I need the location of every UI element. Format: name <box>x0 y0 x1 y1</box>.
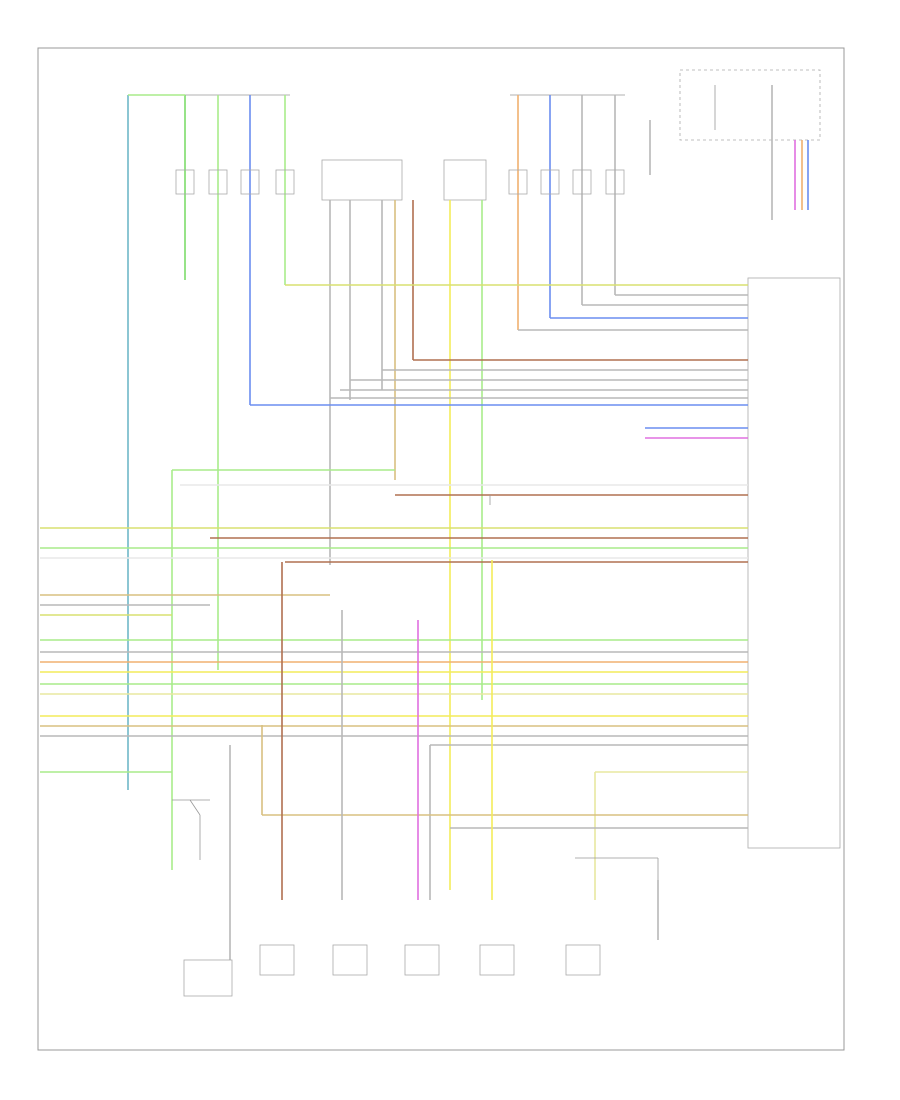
wire-bank-bottom <box>229 560 748 960</box>
switch-symbol <box>172 799 210 860</box>
sensor-group-right <box>508 94 651 330</box>
wire-bank-top <box>250 284 748 406</box>
sensor-group-center <box>321 159 487 890</box>
relay-box-top-right <box>679 69 821 220</box>
bottom-components <box>183 857 659 997</box>
wire-bank-lower <box>40 594 748 773</box>
wire-bank-middle <box>40 484 748 563</box>
ecu-connector-block <box>747 277 841 849</box>
sensor-group-left <box>175 94 295 670</box>
diagram-frame <box>37 47 845 1051</box>
